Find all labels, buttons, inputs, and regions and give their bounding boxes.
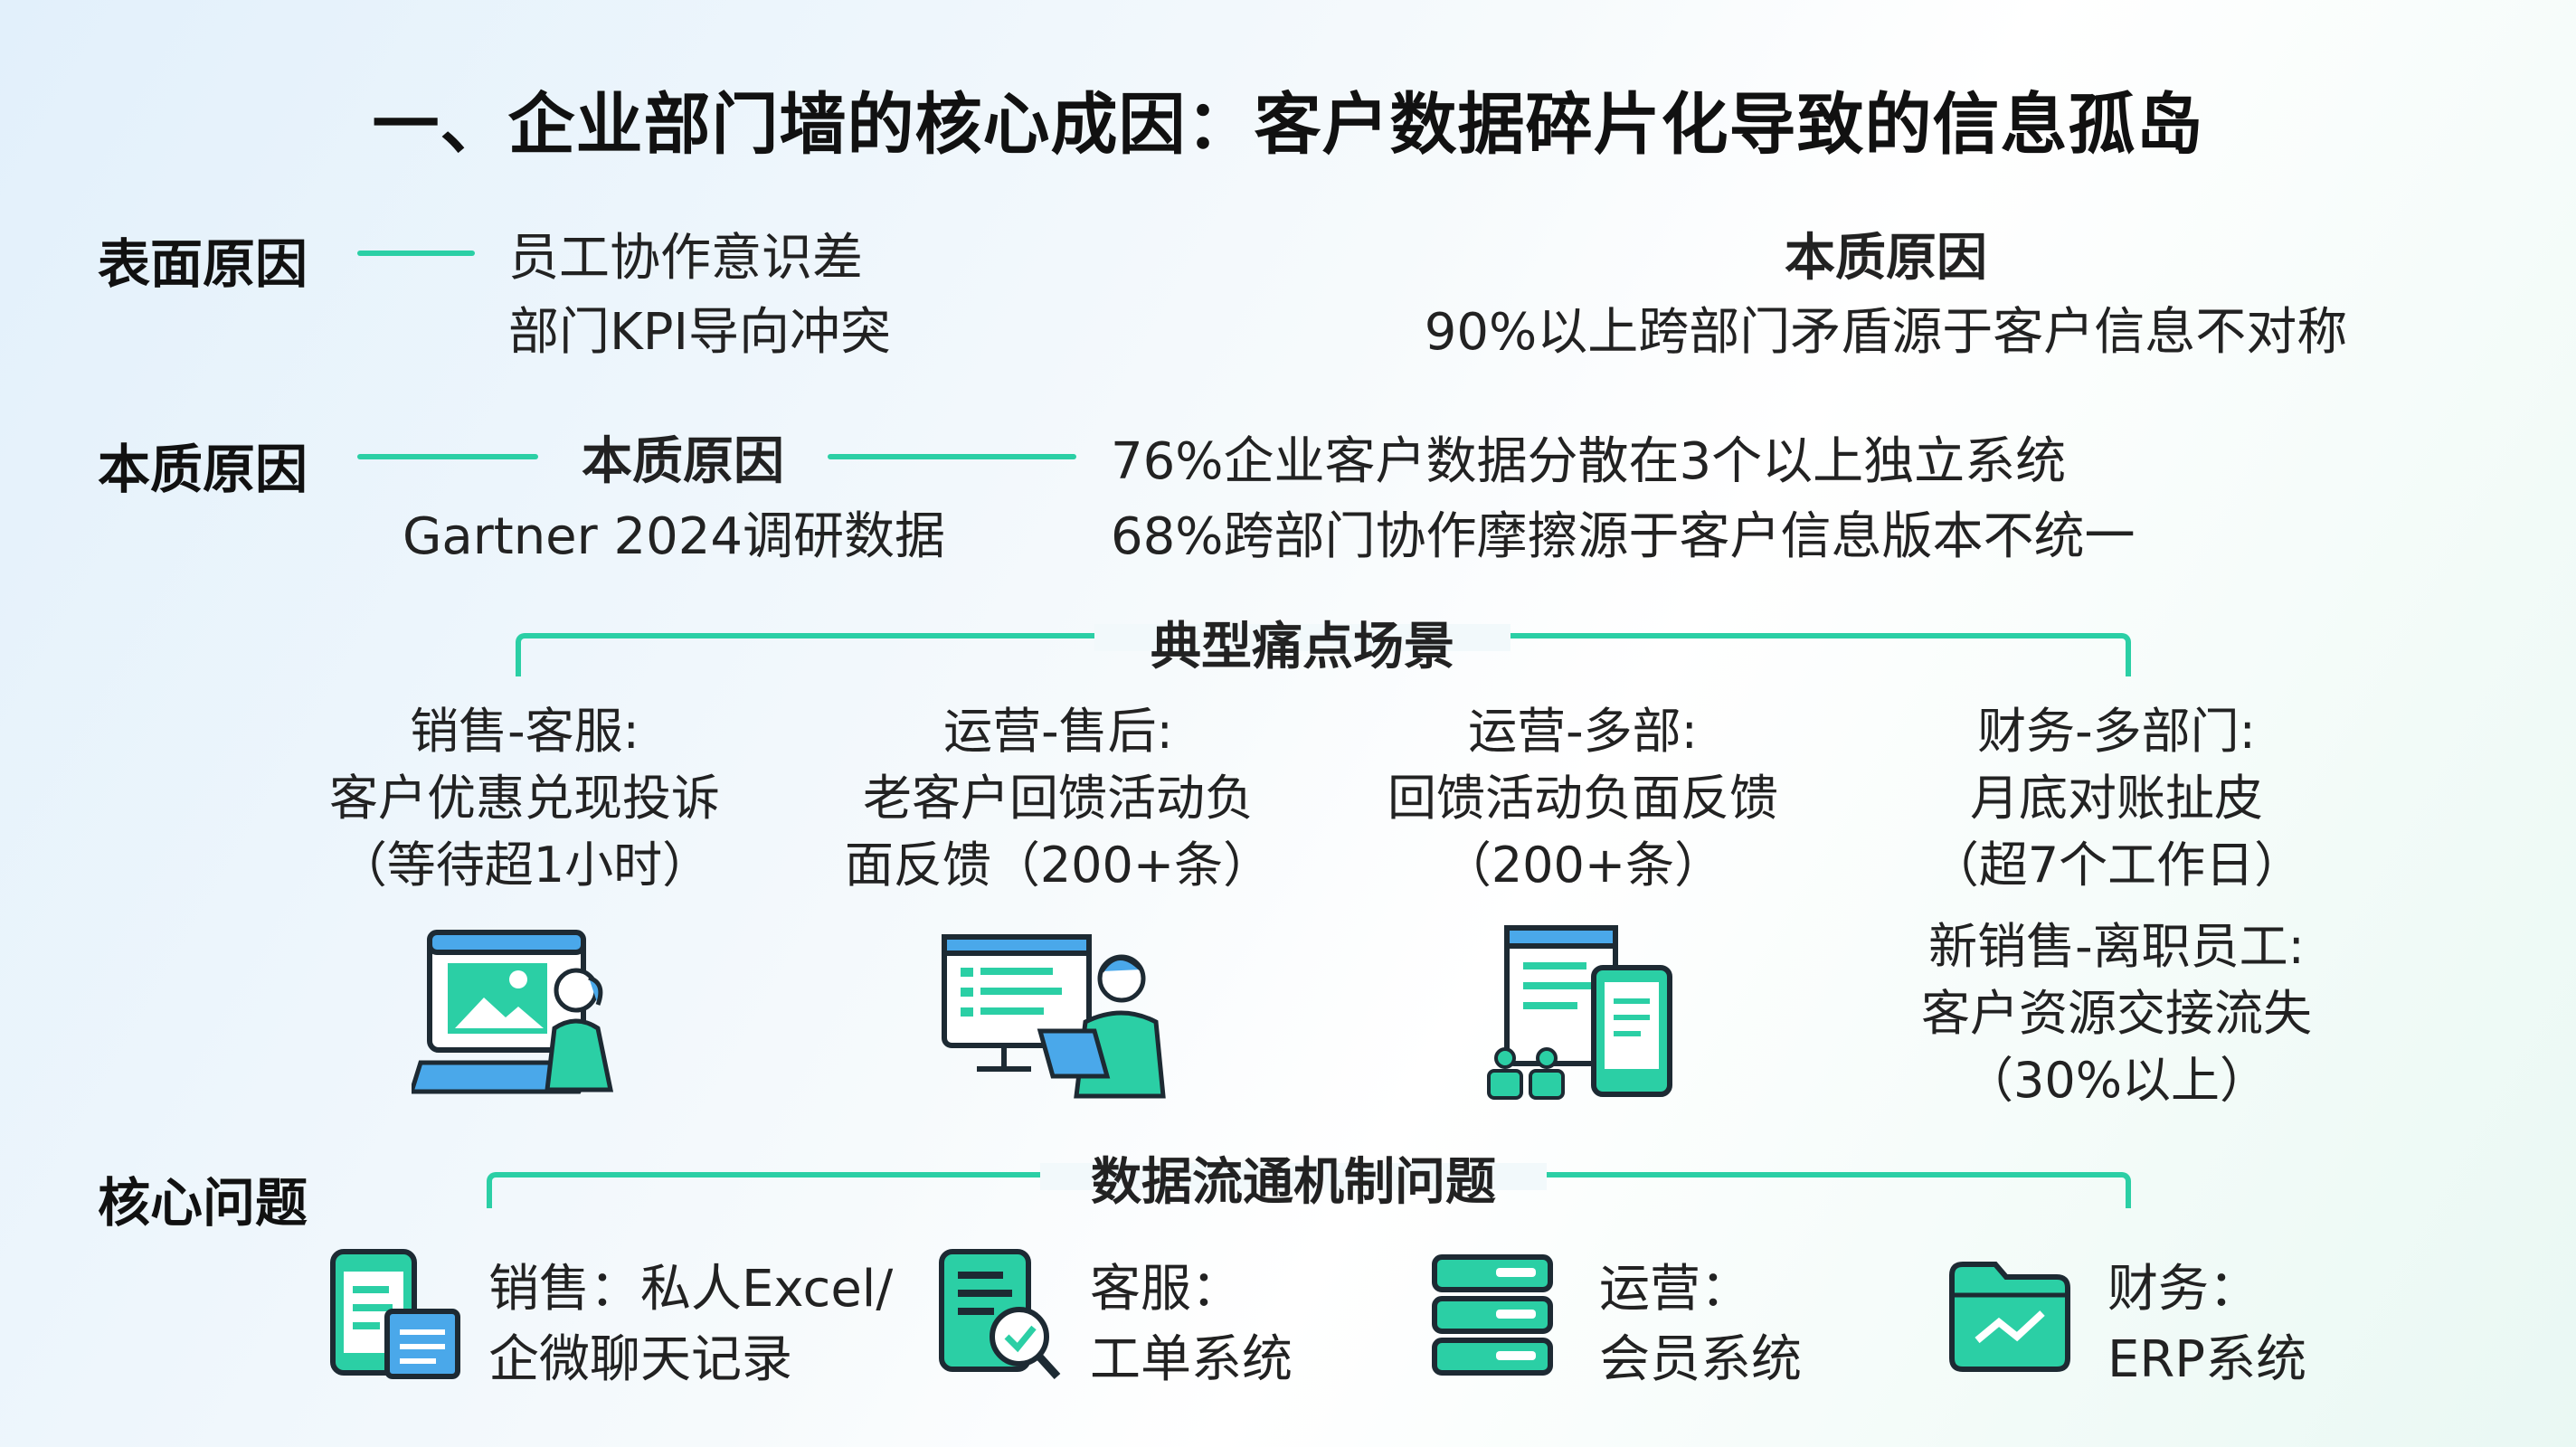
scenario-5-line-3: （30%以上） xyxy=(1964,1052,2269,1109)
essence-statement: 90%以上跨部门矛盾源于客户信息不对称 xyxy=(1424,303,2348,362)
stat-line-1: 76%企业客户数据分散在3个以上独立系统 xyxy=(1111,432,2067,491)
folder-chart-icon xyxy=(1946,1257,2073,1375)
core-item-3-line-2: 会员系统 xyxy=(1599,1330,1802,1389)
surface-connector-line xyxy=(357,251,475,256)
scenario-1-title: 销售-客服: xyxy=(410,703,639,760)
essence-heading-right: 本质原因 xyxy=(1785,229,1987,288)
scenario-3-line-3: （200+条） xyxy=(1442,837,1724,894)
core-heading: 数据流通机制问题 xyxy=(1091,1153,1496,1212)
scenario-5-line-2: 客户资源交接流失 xyxy=(1921,985,2312,1042)
surface-line-2: 部门KPI导向冲突 xyxy=(508,303,892,362)
stat-line-2: 68%跨部门协作摩擦源于客户信息版本不统一 xyxy=(1111,507,2136,566)
phone-document-icon xyxy=(327,1246,463,1382)
scenario-heading: 典型痛点场景 xyxy=(1151,618,1454,676)
surface-reason-label: 表面原因 xyxy=(98,233,308,295)
scenario-4-line-2: 月底对账扯皮 xyxy=(1970,770,2263,827)
essence-mid-heading: 本质原因 xyxy=(582,432,784,491)
scenario-item-1: 销售-客服: 客户优惠兑现投诉 （等待超1小时） xyxy=(289,698,760,899)
essence-reason-label: 本质原因 xyxy=(98,439,308,500)
devices-team-icon xyxy=(1483,922,1682,1103)
core-issue-label: 核心问题 xyxy=(98,1172,308,1234)
core-item-1-line-1: 销售：私人Excel/ xyxy=(488,1260,894,1319)
scenario-item-4: 财务-多部门: 月底对账扯皮 （超7个工作日） 新销售-离职员工: 客户资源交接… xyxy=(1872,698,2361,1114)
scenario-4-title: 财务-多部门: xyxy=(1977,703,2256,760)
person-with-laptop-icon xyxy=(941,932,1167,1103)
scenario-4-line-3: （超7个工作日） xyxy=(1929,837,2304,894)
surface-line-1: 员工协作意识差 xyxy=(508,229,863,288)
scenario-5-title: 新销售-离职员工: xyxy=(1928,918,2305,975)
scenario-1-line-3: （等待超1小时） xyxy=(337,837,712,894)
scenario-2-line-3: 面反馈（200+条） xyxy=(844,837,1273,894)
scenario-2-line-2: 老客户回馈活动负 xyxy=(863,770,1254,827)
data-source: Gartner 2024调研数据 xyxy=(402,507,945,566)
ticket-check-icon xyxy=(936,1246,1063,1382)
core-item-2-line-2: 工单系统 xyxy=(1090,1330,1293,1389)
core-item-4-line-1: 财务： xyxy=(2107,1260,2259,1319)
server-stack-icon xyxy=(1429,1252,1556,1378)
scenario-item-3: 运营-多部: 回馈活动负面反馈 （200+条） xyxy=(1339,698,1827,899)
essence-connector-left xyxy=(357,454,538,459)
scenario-1-line-2: 客户优惠兑现投诉 xyxy=(329,770,720,827)
scenario-2-title: 运营-售后: xyxy=(943,703,1173,760)
page-title: 一、企业部门墙的核心成因：客户数据碎片化导致的信息孤岛 xyxy=(372,86,2204,164)
scenario-item-2: 运营-售后: 老客户回馈活动负 面反馈（200+条） xyxy=(814,698,1302,899)
scenario-3-line-2: 回馈活动负面反馈 xyxy=(1387,770,1778,827)
core-item-4-line-2: ERP系统 xyxy=(2107,1330,2307,1389)
core-item-2-line-1: 客服： xyxy=(1090,1260,1242,1319)
core-item-3-line-1: 运营： xyxy=(1599,1260,1751,1319)
scenario-3-title: 运营-多部: xyxy=(1468,703,1698,760)
person-at-computer-icon xyxy=(412,927,629,1099)
essence-connector-right xyxy=(828,454,1076,459)
core-item-1-line-2: 企微聊天记录 xyxy=(488,1330,792,1389)
